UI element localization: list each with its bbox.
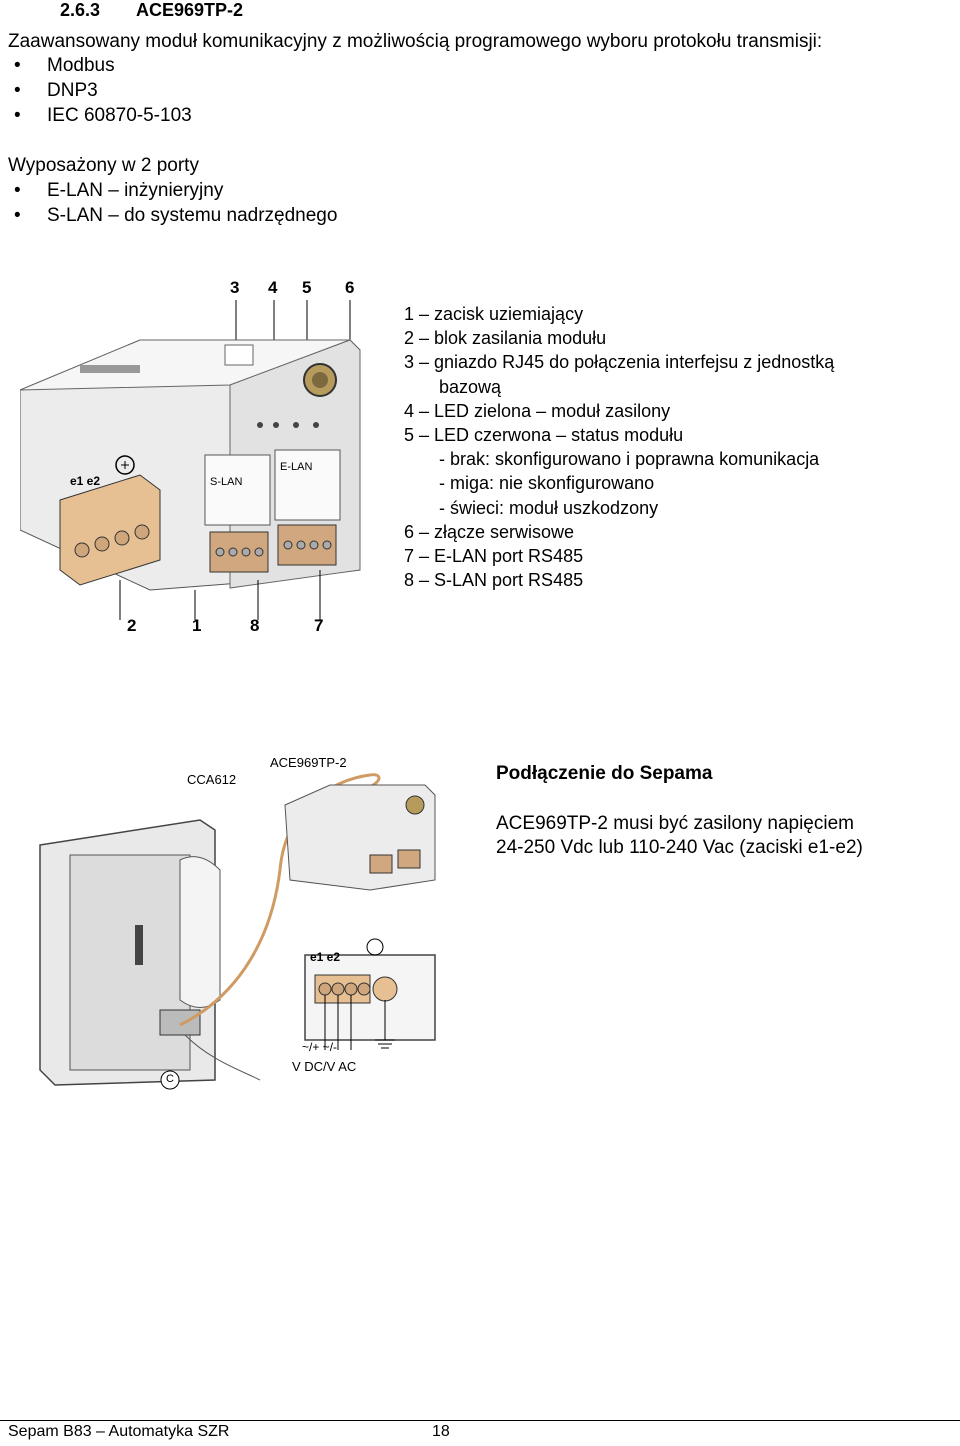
connection-line1: ACE969TP-2 musi być zasilony napięciem	[496, 813, 854, 834]
ports-intro: Wyposażony w 2 porty	[8, 155, 199, 176]
legend-item: - brak: skonfigurowano i poprawna komuni…	[439, 449, 820, 470]
list-item: Modbus	[0, 54, 192, 79]
intro-text: Zaawansowany moduł komunikacyjny z możli…	[8, 31, 823, 52]
label-e1e2: e1 e2	[310, 950, 341, 964]
list-item: E-LAN – inżynieryjny	[0, 179, 337, 204]
legend-item: 6 – złącze serwisowe	[404, 521, 575, 542]
callout-1: 1	[192, 616, 202, 635]
footer-divider	[0, 1420, 960, 1421]
legend-item: 5 – LED czerwona – status modułu	[404, 425, 684, 446]
terminal-label: e1 e2	[70, 474, 100, 488]
label-supply-type: V DC/V AC	[292, 1059, 357, 1074]
label-cca612: CCA612	[187, 772, 237, 787]
port-label-elan: E-LAN	[280, 461, 312, 473]
callout-5: 5	[302, 278, 312, 297]
list-item: IEC 60870-5-103	[0, 104, 192, 129]
connection-line2: 24-250 Vdc lub 110-240 Vac (zaciski e1-e…	[496, 837, 863, 858]
module-illustration: S-LAN E-LAN e1 e2 3 4 5 6 2 1 8 7	[19, 270, 370, 640]
section-title: ACE969TP-2	[136, 0, 244, 20]
callout-2: 2	[127, 616, 137, 635]
module-drawing: S-LAN E-LAN e1 e2	[19, 300, 361, 620]
connection-drawing	[39, 773, 436, 1090]
list-item: S-LAN – do systemu nadrzędnego	[0, 204, 337, 229]
legend-item: 3 – gniazdo RJ45 do połączenia interfejs…	[404, 352, 835, 373]
legend-item: 2 – blok zasilania modułu	[404, 328, 607, 349]
page-number: 18	[432, 1423, 450, 1440]
connection-illustration: CCA612 ACE969TP-2 e1 e2 ~/+ ~/- V DC/V A…	[30, 750, 450, 1100]
port-label-slan: S-LAN	[210, 476, 242, 488]
callout-6: 6	[345, 278, 355, 297]
legend-item: bazową	[439, 376, 502, 397]
list-item: DNP3	[0, 79, 192, 104]
protocol-list: Modbus DNP3 IEC 60870-5-103	[0, 54, 192, 129]
legend-item: 1 – zacisk uziemiający	[404, 304, 584, 324]
label-supply-polarity: ~/+ ~/-	[302, 1040, 338, 1054]
callout-7: 7	[314, 616, 324, 635]
callout-4: 4	[268, 278, 278, 297]
legend-item: - świeci: moduł uszkodzony	[439, 497, 659, 518]
legend-item: 7 – E-LAN port RS485	[404, 546, 584, 567]
ports-list: E-LAN – inżynieryjny S-LAN – do systemu …	[0, 179, 337, 229]
callout-3: 3	[230, 278, 240, 297]
section-heading: 2.6.3 ACE969TP-2	[60, 0, 243, 21]
connection-title: Podłączenie do Sepama	[496, 763, 713, 784]
legend-item: - miga: nie skonfigurowano	[439, 473, 655, 494]
callout-8: 8	[250, 616, 260, 635]
section-number: 2.6.3	[60, 0, 101, 20]
label-ace969tp2: ACE969TP-2	[270, 755, 347, 770]
legend-item: 4 – LED zielona – moduł zasilony	[404, 400, 671, 421]
legend-item: 8 – S-LAN port RS485	[404, 570, 584, 591]
label-c: C	[166, 1073, 174, 1085]
footer-title: Sepam B83 – Automatyka SZR	[8, 1423, 230, 1440]
figure-legend: 1 – zacisk uziemiający 2 – blok zasilani…	[404, 302, 834, 592]
